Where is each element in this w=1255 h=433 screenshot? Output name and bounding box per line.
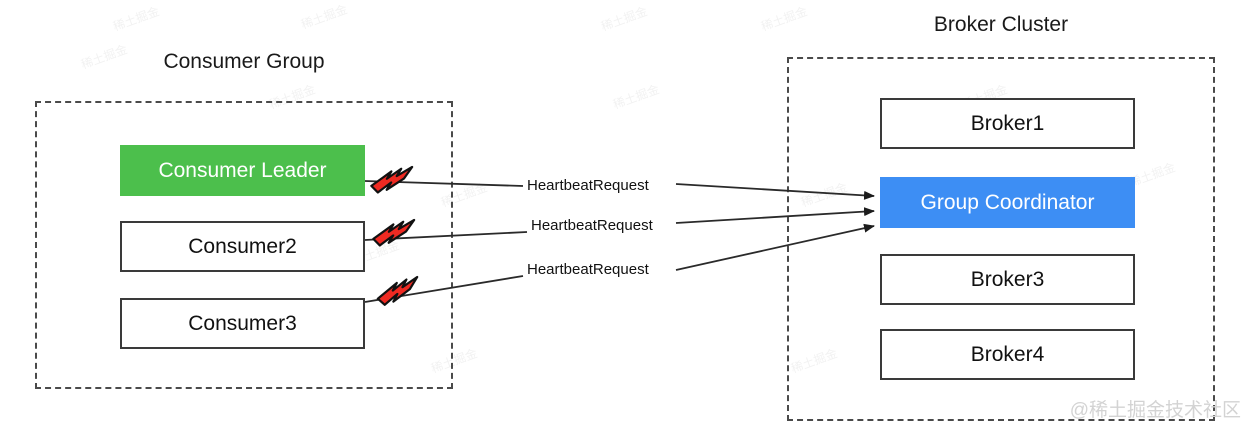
- node-broker-4[interactable]: Broker4: [880, 329, 1135, 380]
- edge-label-heartbeat-1: HeartbeatRequest: [527, 177, 649, 194]
- node-group-coordinator[interactable]: Group Coordinator: [880, 177, 1135, 228]
- background-watermark: 稀土掘金: [611, 82, 662, 112]
- node-label: Consumer3: [188, 312, 297, 335]
- node-broker-1[interactable]: Broker1: [880, 98, 1135, 149]
- node-label: Broker4: [970, 343, 1045, 366]
- edge-label-heartbeat-2: HeartbeatRequest: [531, 217, 653, 234]
- node-consumer-3[interactable]: Consumer3: [120, 298, 365, 349]
- node-consumer-leader[interactable]: Consumer Leader: [120, 145, 365, 196]
- background-watermark: 稀土掘金: [599, 4, 650, 34]
- edge-label-heartbeat-3: HeartbeatRequest: [527, 261, 649, 278]
- node-label: Consumer2: [188, 235, 297, 258]
- node-label: Broker3: [970, 268, 1045, 291]
- background-watermark: 稀土掘金: [111, 4, 162, 34]
- node-label: Group Coordinator: [920, 191, 1095, 214]
- node-consumer-2[interactable]: Consumer2: [120, 221, 365, 272]
- broker-cluster-title: Broker Cluster: [933, 13, 1069, 36]
- node-label: Consumer Leader: [158, 159, 327, 182]
- node-label: Broker1: [970, 112, 1045, 135]
- consumer-group-boundary: [35, 101, 453, 389]
- corner-watermark: @稀土掘金技术社区: [1069, 400, 1241, 421]
- consumer-group-title: Consumer Group: [163, 50, 325, 73]
- node-broker-3[interactable]: Broker3: [880, 254, 1135, 305]
- background-watermark: 稀土掘金: [299, 2, 350, 32]
